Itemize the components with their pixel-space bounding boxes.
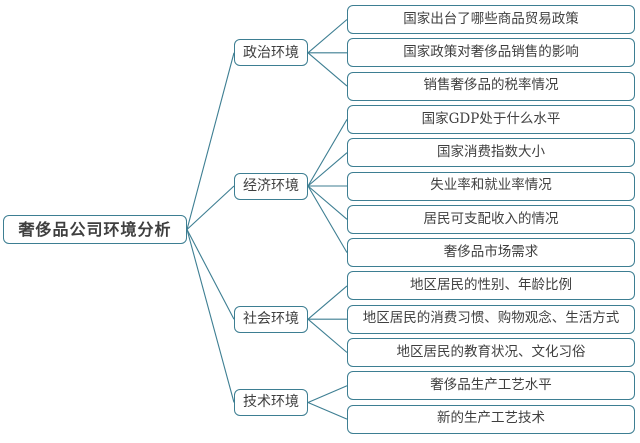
leaf-node: 失业率和就业率情况 — [347, 171, 635, 201]
connector-line — [307, 185, 348, 220]
connector-line — [307, 19, 348, 54]
leaf-node: 地区居民的性别、年龄比例 — [347, 271, 635, 301]
leaf-node: 地区居民的教育状况、文化习俗 — [347, 338, 635, 367]
branch-node: 经济环境 — [234, 172, 308, 200]
connector-line — [307, 385, 348, 403]
leaf-node: 国家GDP处于什么水平 — [347, 104, 635, 134]
connector-line — [307, 185, 348, 253]
connector-line — [307, 119, 348, 187]
root-node: 奢侈品公司环境分析 — [3, 215, 187, 244]
leaf-node: 奢侈品生产工艺水平 — [347, 371, 635, 401]
leaf-node: 奢侈品市场需求 — [347, 238, 635, 268]
leaf-node: 居民可支配收入的情况 — [347, 204, 635, 234]
connector-line — [307, 285, 348, 320]
leaf-node: 销售奢侈品的税率情况 — [347, 71, 635, 101]
connector-line — [186, 229, 235, 320]
branch-node: 社会环境 — [234, 305, 308, 333]
leaf-node: 国家消费指数大小 — [347, 138, 635, 168]
leaf-node: 国家政策对奢侈品销售的影响 — [347, 38, 635, 68]
connector-line — [186, 185, 235, 230]
branch-node: 技术环境 — [234, 388, 308, 416]
leaf-node: 国家出台了哪些商品贸易政策 — [347, 5, 635, 34]
leaf-node: 地区居民的消费习惯、购物观念、生活方式 — [347, 304, 635, 334]
connector-line — [186, 52, 235, 230]
connector-line — [307, 401, 348, 420]
connector-line — [186, 229, 235, 403]
leaf-node: 新的生产工艺技术 — [347, 404, 635, 434]
connector-line — [307, 318, 348, 353]
branch-node: 政治环境 — [234, 39, 308, 67]
connector-line — [307, 152, 348, 187]
connector-line — [307, 52, 348, 87]
